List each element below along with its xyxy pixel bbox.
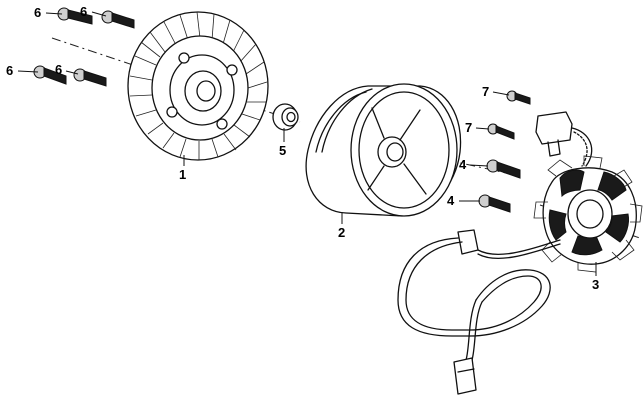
bolt-4-b [478, 194, 511, 213]
leader-7-b [475, 127, 490, 130]
callout-6: 6 [80, 4, 87, 19]
callout-6: 6 [55, 62, 62, 77]
callout-7: 7 [465, 120, 472, 135]
callout-6: 6 [34, 5, 41, 20]
callout-7: 7 [482, 84, 489, 99]
screw-7-a [506, 90, 531, 105]
stator-assembly [397, 111, 643, 395]
bolt-6-b [101, 10, 135, 29]
screw-7-b [487, 123, 515, 140]
callout-4: 4 [459, 157, 467, 172]
callout-5: 5 [279, 143, 286, 158]
leader-6-d [65, 70, 79, 75]
collar [272, 103, 299, 131]
bolt-6-d [73, 68, 107, 87]
bolt-6-a [57, 7, 93, 25]
callout-3: 3 [592, 277, 599, 292]
callout-1: 1 [179, 167, 186, 182]
leader-7-a [492, 91, 510, 96]
flywheel-rotor [305, 83, 462, 217]
callout-6: 6 [6, 63, 13, 78]
cooling-fan [127, 11, 269, 161]
leader-6-a [45, 12, 63, 15]
leader-6-b [91, 11, 107, 17]
leader-4-a [469, 164, 489, 167]
callout-4: 4 [447, 193, 455, 208]
leader-6-c [17, 70, 39, 73]
bolt-4-a [486, 159, 521, 179]
bolt-6-c [33, 65, 67, 85]
callout-2: 2 [338, 225, 345, 240]
